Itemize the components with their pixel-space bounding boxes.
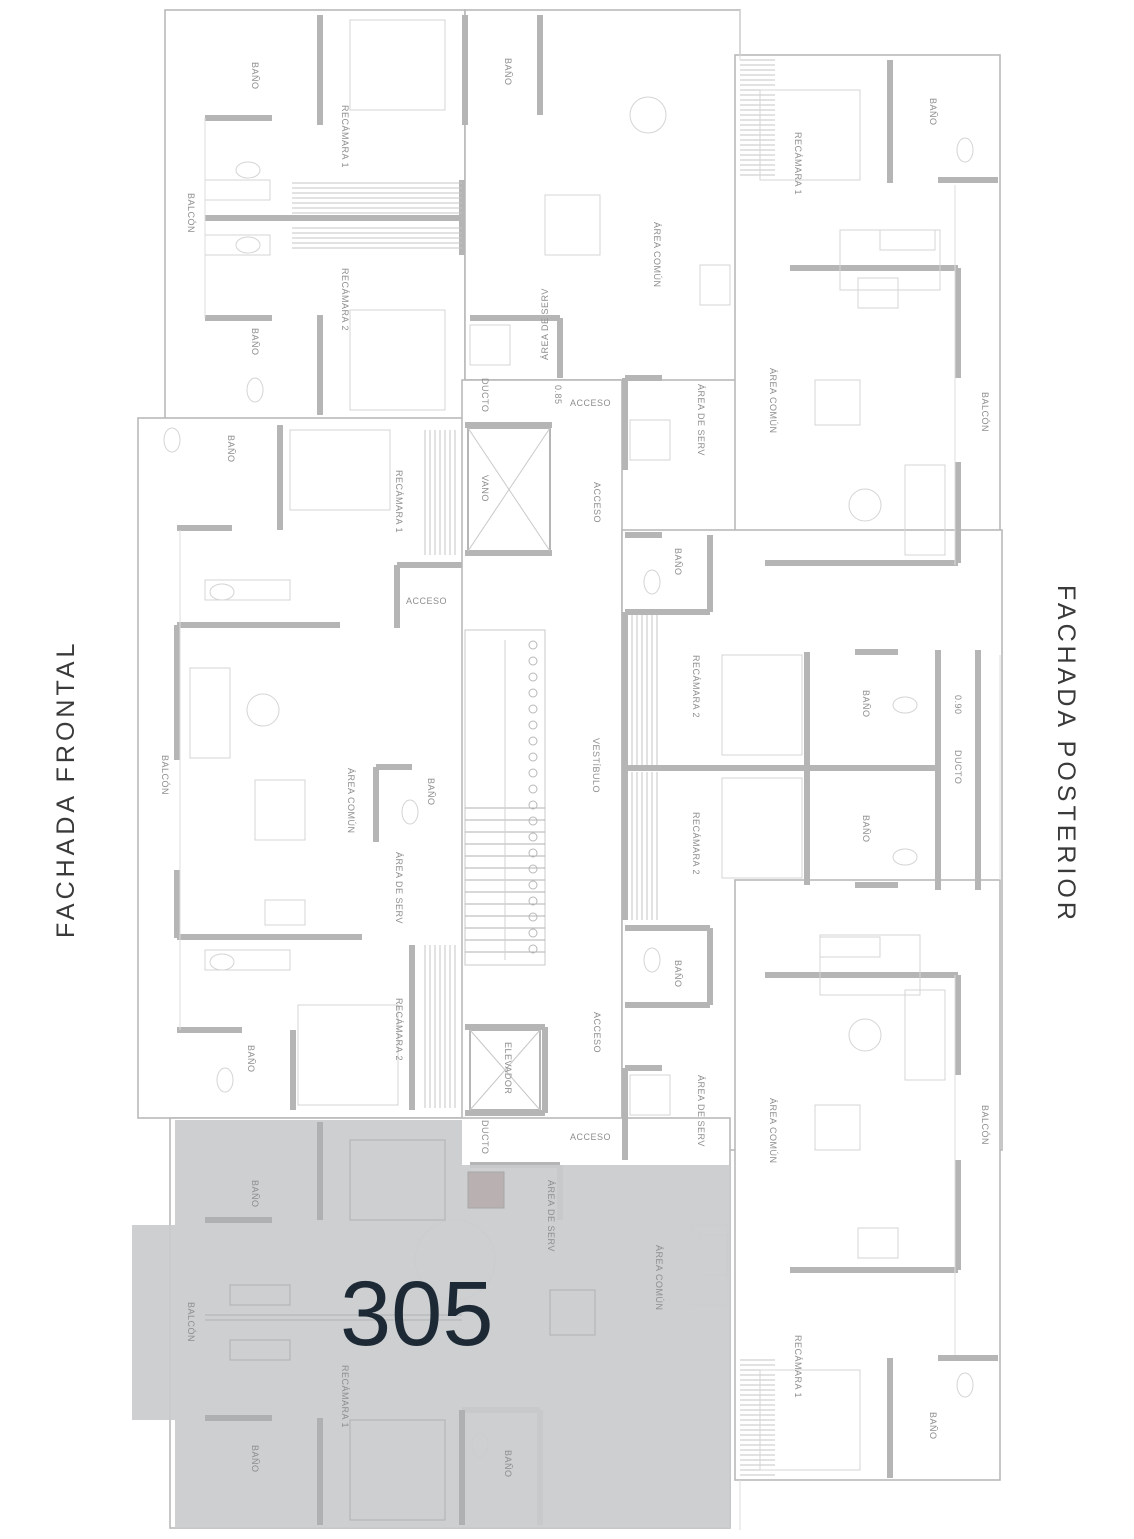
label-bano: BAÑO	[250, 62, 260, 90]
stair-step-marker	[528, 848, 538, 858]
label-bano: BAÑO	[861, 815, 871, 843]
label-elevador: ELEVADOR	[503, 1042, 513, 1094]
label-bano: BAÑO	[673, 960, 683, 988]
stair-step-marker	[528, 688, 538, 698]
label-ducto: DUCTO	[480, 1120, 490, 1154]
stair-step-marker	[528, 752, 538, 762]
stair-step-marker	[528, 784, 538, 794]
label-ducto: DUCTO	[953, 750, 963, 784]
label-balcon: BALCÓN	[160, 755, 170, 795]
label-vano: VANO	[480, 475, 490, 502]
label-recamara-2: RECÁMARA 2	[394, 998, 404, 1061]
elevator-shaft	[469, 1029, 541, 1111]
label-bano: BAÑO	[928, 98, 938, 126]
label-acceso: ACCESO	[406, 596, 447, 606]
vano-shaft	[467, 427, 551, 552]
label-bano: BAÑO	[503, 58, 513, 86]
room-labels: BAÑO BAÑO RECÁMARA 1 BALCÓN RECÁMARA 2 B…	[160, 58, 990, 1478]
stair-step-marker	[528, 720, 538, 730]
structure-lines	[179, 10, 1001, 1530]
label-bano: BAÑO	[246, 1045, 256, 1073]
label-bano: BAÑO	[928, 1412, 938, 1440]
label-area-de-serv: ÁREA DE SERV	[540, 288, 550, 360]
stair-step-marker	[528, 944, 538, 954]
label-acceso: ACCESO	[592, 482, 602, 523]
label-bano: BAÑO	[250, 1445, 260, 1473]
unit-305-highlight	[132, 1120, 730, 1528]
stair-step-marker	[528, 704, 538, 714]
unit-number[interactable]: 305	[340, 1263, 494, 1365]
stair-step-marker	[528, 640, 538, 650]
stair-step-marker	[528, 672, 538, 682]
label-acceso: ACCESO	[570, 1132, 611, 1142]
rear-facade-label: FACHADA POSTERIOR	[1052, 585, 1080, 924]
dimension-label: 0.90	[953, 695, 963, 715]
stair-step-marker	[528, 656, 538, 666]
label-recamara-2: RECÁMARA 2	[691, 655, 701, 718]
label-ducto: DUCTO	[480, 378, 490, 412]
label-balcon: BALCÓN	[980, 392, 990, 432]
stair-step-marker	[528, 832, 538, 842]
stair-step-marker	[528, 864, 538, 874]
label-area-de-serv: ÁREA DE SERV	[394, 852, 404, 924]
label-area-comun: ÁREA COMÚN	[768, 1098, 778, 1164]
stair-step-marker	[528, 816, 538, 826]
label-recamara-1: RECÁMARA 1	[340, 1365, 350, 1428]
label-recamara-2: RECÁMARA 2	[691, 812, 701, 875]
label-area-de-serv: ÁREA DE SERV	[546, 1180, 556, 1252]
label-acceso: ACCESO	[592, 1012, 602, 1053]
label-recamara-1: RECÁMARA 1	[793, 132, 803, 195]
label-recamara-1: RECÁMARA 1	[340, 105, 350, 168]
label-area-comun: ÁREA COMÚN	[652, 222, 662, 288]
label-bano: BAÑO	[861, 690, 871, 718]
label-bano: BAÑO	[226, 435, 236, 463]
dimension-label: 0.85	[553, 385, 563, 405]
wall-left-middle-block	[137, 417, 469, 1119]
stair-step-marker	[528, 912, 538, 922]
label-area-de-serv: ÁREA DE SERV	[696, 384, 706, 456]
label-balcon: BALCÓN	[186, 193, 196, 233]
stair-step-marker	[528, 896, 538, 906]
label-area-comun: ÁREA COMÚN	[654, 1245, 664, 1311]
staircase	[464, 629, 546, 966]
label-area-de-serv: ÁREA DE SERV	[696, 1075, 706, 1147]
label-acceso: ACCESO	[570, 398, 611, 408]
label-bano: BAÑO	[673, 548, 683, 576]
label-bano: BAÑO	[426, 778, 436, 806]
label-recamara-2: RECÁMARA 2	[340, 268, 350, 331]
front-facade-label: FACHADA FRONTAL	[52, 640, 80, 938]
stair-step-marker	[528, 800, 538, 810]
closet-hatching	[292, 59, 775, 1476]
label-bano: BAÑO	[250, 1180, 260, 1208]
stair-step-marker	[528, 768, 538, 778]
label-bano: BAÑO	[503, 1450, 513, 1478]
label-bano: BAÑO	[250, 328, 260, 356]
label-balcon: BALCÓN	[980, 1105, 990, 1145]
label-recamara-1: RECÁMARA 1	[394, 470, 404, 533]
stair-step-marker	[528, 928, 538, 938]
label-vestibulo: VESTÍBULO	[591, 738, 601, 793]
label-balcon: BALCÓN	[186, 1302, 196, 1342]
wall-core	[461, 379, 623, 1141]
label-recamara-1: RECÁMARA 1	[793, 1335, 803, 1398]
label-area-comun: ÁREA COMÚN	[346, 768, 356, 834]
stair-step-marker	[528, 736, 538, 746]
label-area-comun: ÁREA COMÚN	[768, 368, 778, 434]
stair-step-marker	[528, 880, 538, 890]
